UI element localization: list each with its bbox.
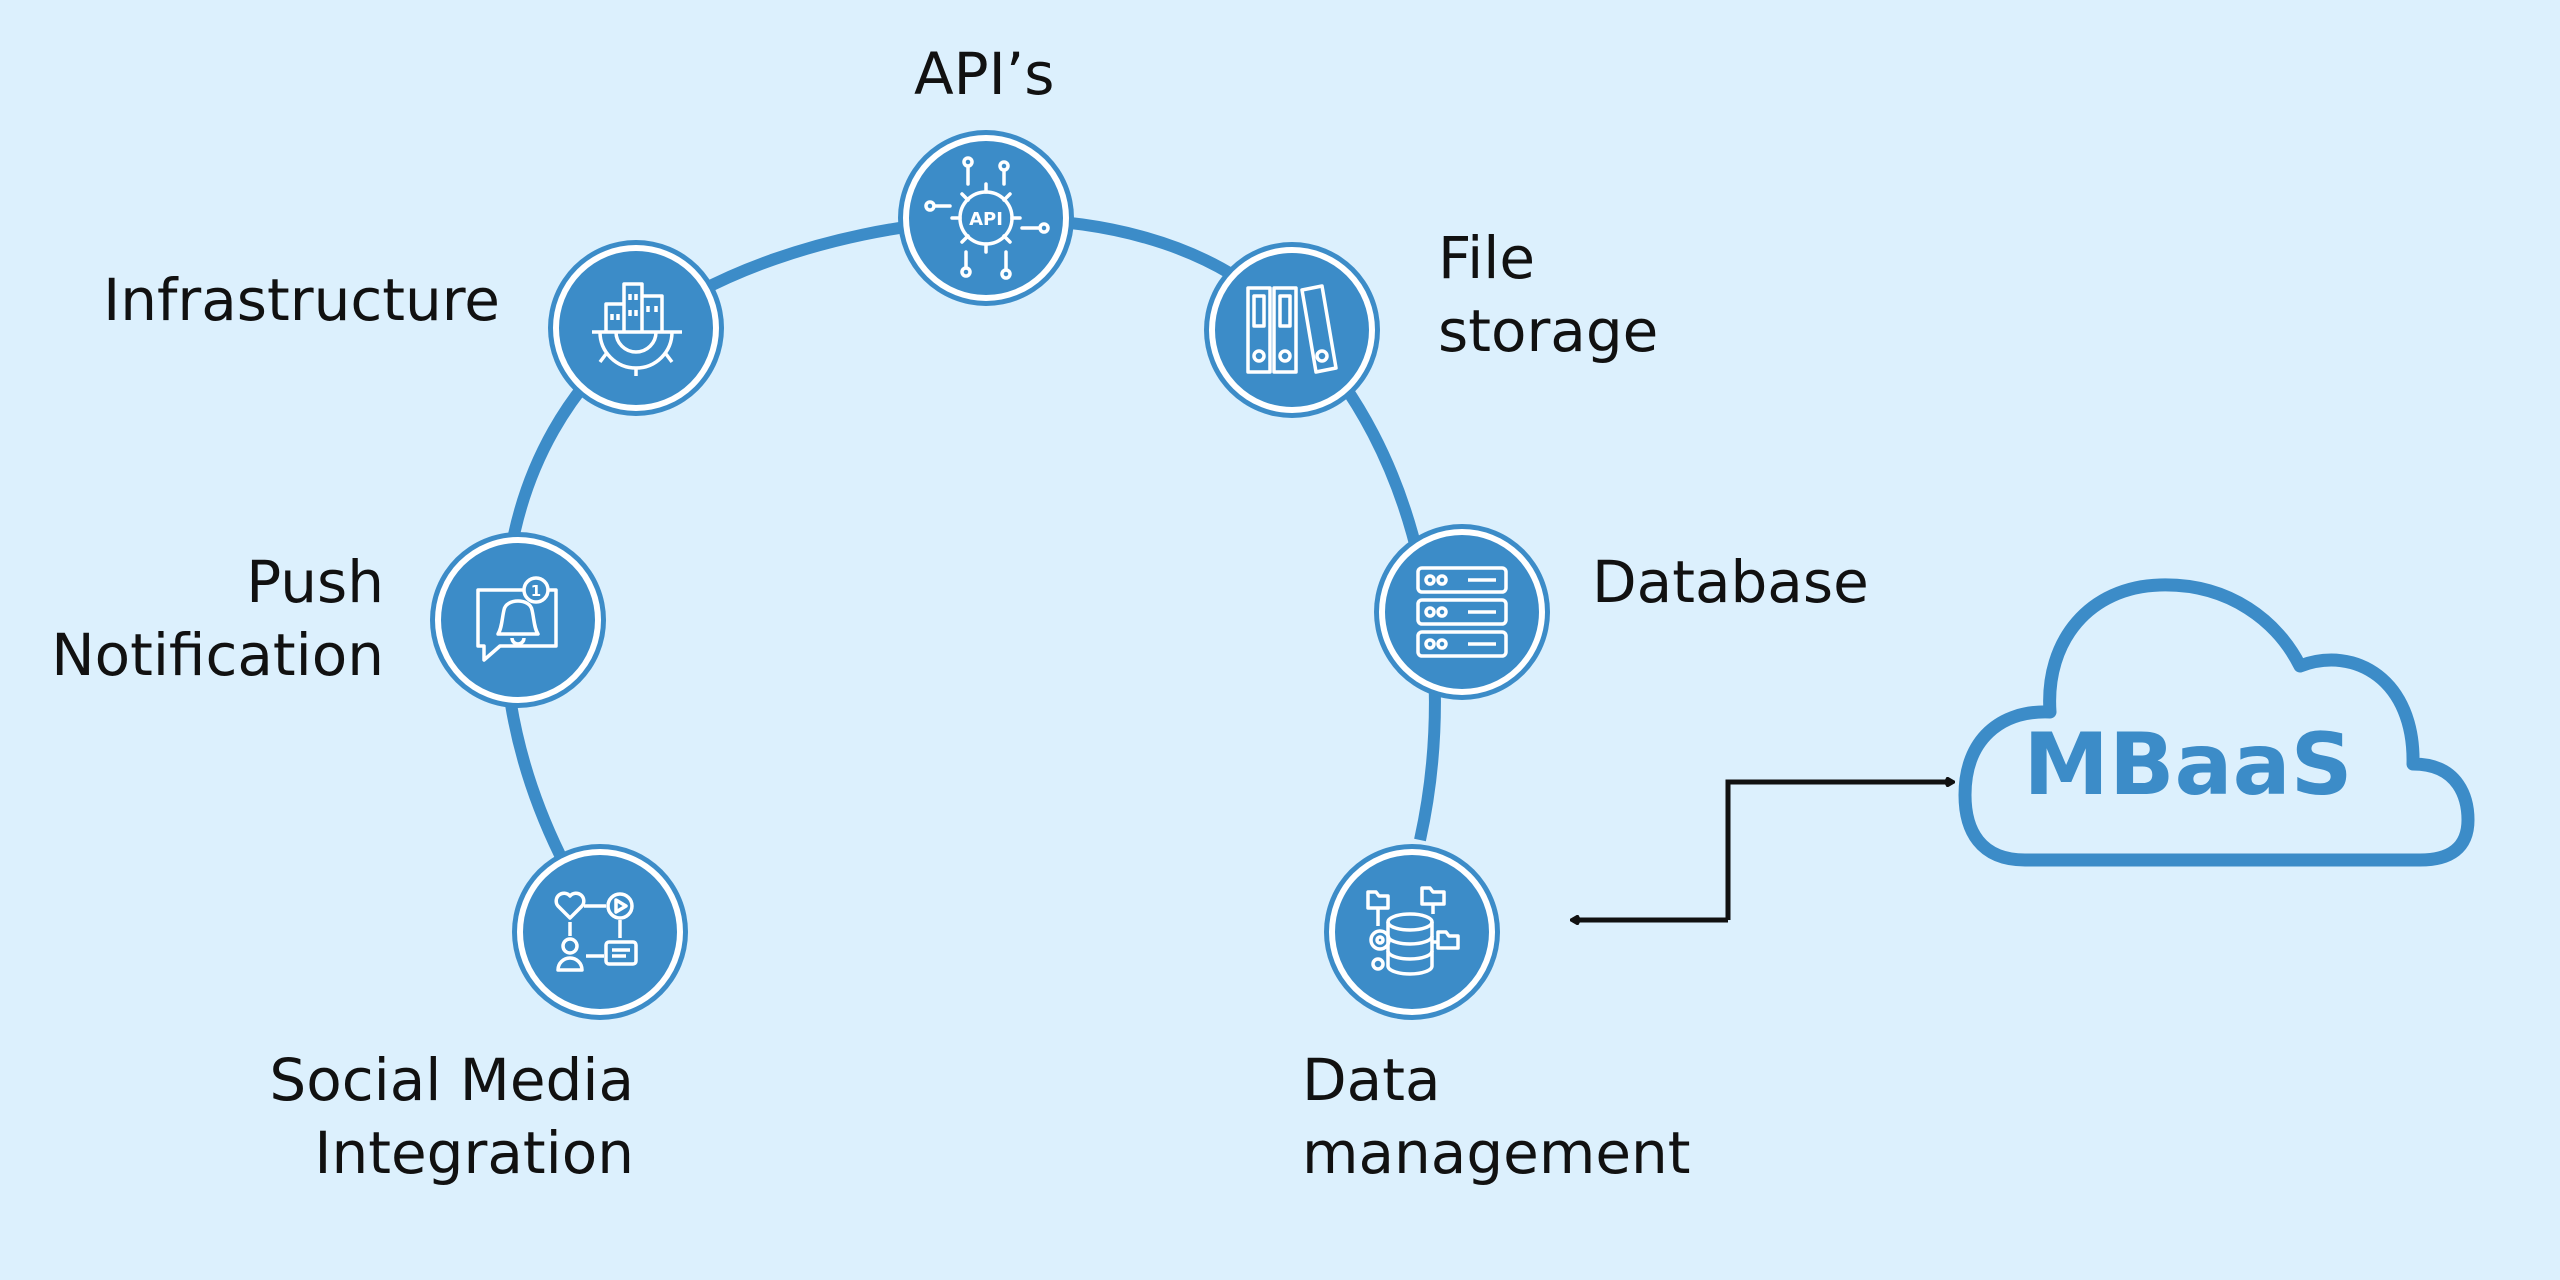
node-infrastructure (548, 240, 724, 416)
label-infrastructure: Infrastructure (103, 266, 500, 334)
label-api: API’s (914, 40, 1055, 108)
svg-text:API: API (969, 209, 1003, 230)
node-database (1374, 524, 1550, 700)
node-api: API (898, 130, 1074, 306)
label-push-notification: Push Notification (51, 548, 384, 689)
svg-text:1: 1 (531, 582, 541, 600)
node-data-management (1324, 844, 1500, 1020)
database-folders-icon (1366, 886, 1460, 976)
cloud-label: MBaaS (2023, 715, 2352, 815)
server-stack-icon (1416, 566, 1508, 658)
label-file-storage: File storage (1438, 224, 1659, 365)
bell-message-icon (476, 576, 558, 662)
api-gear-icon (924, 156, 1050, 280)
buildings-gear-icon (592, 282, 682, 376)
label-social-media: Social Media Integration (269, 1046, 634, 1187)
label-database: Database (1592, 548, 1869, 616)
node-file-storage (1204, 242, 1380, 418)
binders-icon (1246, 284, 1338, 374)
bidirectional-arrow (1573, 782, 1952, 920)
social-network-icon (554, 891, 638, 972)
node-social-media (512, 844, 688, 1020)
label-data-management: Data management (1302, 1046, 1691, 1187)
cloud-icon (1958, 578, 2475, 867)
node-push-notification: 1 (430, 532, 606, 708)
